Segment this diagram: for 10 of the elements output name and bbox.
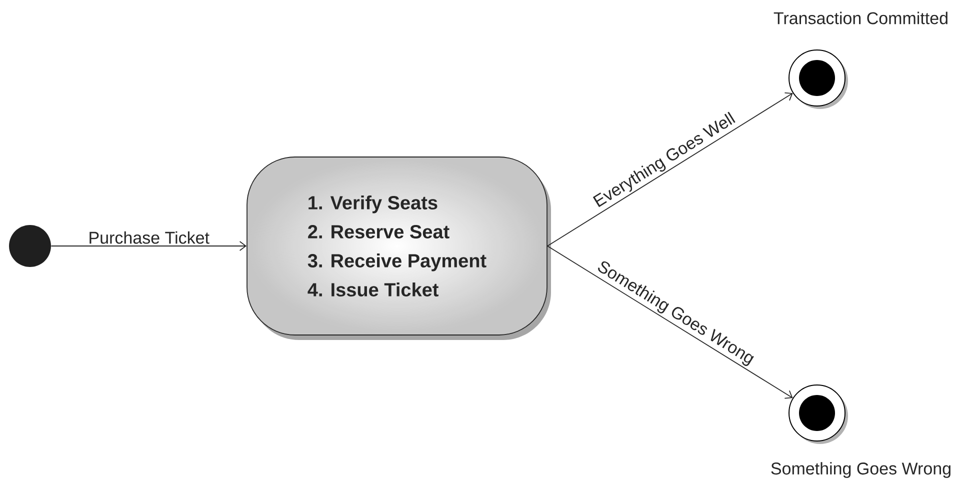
arrow [50, 241, 247, 251]
final-state [788, 50, 848, 109]
state-box: 1. Verify Seats 2. Reserve Seat 3. Receive Payment 4. Issue Ticket [246, 156, 551, 340]
arrow [547, 92, 793, 246]
initial-state [9, 225, 51, 267]
state-label: Something Goes Wrong [771, 462, 950, 478]
final-state [788, 384, 848, 444]
state-label: Transaction Committed [774, 12, 948, 24]
arrow [547, 246, 793, 399]
edge-label: Purchase Ticket [87, 230, 210, 245]
